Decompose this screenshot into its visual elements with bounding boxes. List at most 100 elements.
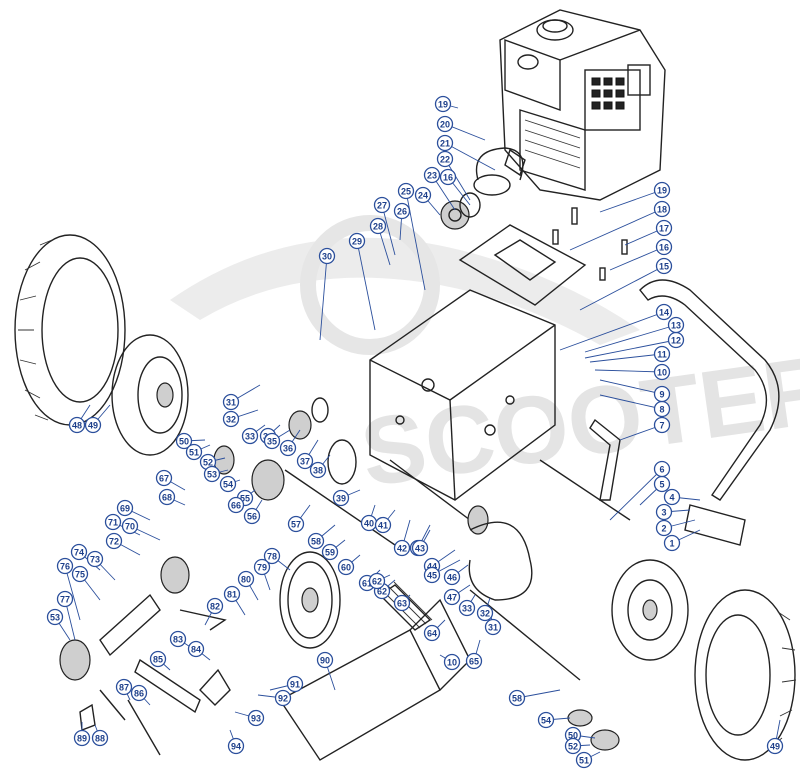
callout-number: 44	[427, 562, 437, 572]
callout-number: 68	[162, 493, 172, 503]
callout-number: 92	[278, 694, 288, 704]
callout-12: 12	[667, 331, 685, 349]
callout-number: 24	[418, 191, 428, 201]
callout-91: 91	[286, 675, 304, 693]
callout-number: 82	[210, 602, 220, 612]
callout-7: 7	[653, 416, 671, 434]
callout-53b: 53	[46, 608, 64, 626]
callout-number: 65	[469, 657, 479, 667]
callout-67: 67	[155, 469, 173, 487]
callout-50: 50	[175, 432, 193, 450]
callout-92: 92	[274, 689, 292, 707]
callout-circle	[222, 393, 240, 411]
callout-circle	[368, 572, 386, 590]
callout-circle	[263, 432, 281, 450]
callout-number: 52	[568, 742, 578, 752]
callout-number: 81	[227, 590, 237, 600]
callout-circle	[187, 640, 205, 658]
callout-number: 51	[189, 448, 199, 458]
leader-line-21	[444, 142, 496, 171]
callout-circle	[332, 489, 350, 507]
callout-number: 58	[311, 537, 321, 547]
callout-number: 48	[72, 421, 82, 431]
callout-number: 66	[231, 501, 241, 511]
callout-22: 22	[436, 150, 454, 168]
callout-number: 86	[134, 689, 144, 699]
callout-circle	[653, 200, 671, 218]
callout-3: 3	[655, 503, 673, 521]
callout-circle	[337, 558, 355, 576]
callout-5: 5	[653, 475, 671, 493]
callout-number: 83	[173, 635, 183, 645]
callout-number: 23	[427, 171, 437, 181]
callout-circle	[653, 363, 671, 381]
callout-circle	[263, 547, 281, 565]
callout-number: 87	[119, 683, 129, 693]
callout-number: 32	[226, 415, 236, 425]
callout-circle	[253, 558, 271, 576]
callout-number: 8	[659, 405, 664, 415]
callout-24: 24	[414, 186, 432, 204]
callout-93: 93	[247, 709, 265, 727]
callout-62b: 62	[368, 572, 386, 590]
callout-circle	[458, 599, 476, 617]
leader-line-9	[599, 379, 663, 395]
callout-number: 70	[125, 522, 135, 532]
callout-number: 57	[291, 520, 301, 530]
callout-6: 6	[653, 460, 671, 478]
left-wheel	[14, 234, 189, 456]
callout-15: 15	[655, 257, 673, 275]
callout-number: 31	[226, 398, 236, 408]
callout-number: 46	[447, 573, 457, 583]
callout-number: 39	[336, 494, 346, 504]
callout-number: 74	[74, 548, 84, 558]
engine-mount-plate	[458, 207, 628, 306]
callout-number: 11	[657, 350, 667, 360]
callout-number: 33	[462, 604, 472, 614]
callout-circle	[56, 590, 74, 608]
callout-circle	[439, 168, 457, 186]
callout-number: 72	[109, 537, 119, 547]
callout-circle	[393, 594, 411, 612]
callout-74: 74	[70, 543, 88, 561]
callout-circle	[155, 469, 173, 487]
callout-number: 59	[325, 548, 335, 558]
leader-line-12	[584, 339, 677, 359]
callout-number: 79	[257, 563, 267, 573]
callout-35: 35	[263, 432, 281, 450]
callout-circle	[655, 519, 673, 537]
leader-line-8	[599, 394, 663, 410]
callout-circle	[766, 737, 784, 755]
callout-number: 55	[240, 494, 250, 504]
callout-29: 29	[348, 232, 366, 250]
callout-circle	[130, 684, 148, 702]
callout-circle	[443, 568, 461, 586]
callout-28: 28	[369, 217, 387, 235]
callout-number: 28	[373, 222, 383, 232]
callout-17: 17	[655, 219, 673, 237]
callout-78: 78	[263, 547, 281, 565]
callout-circle	[348, 232, 366, 250]
leader-line-29	[356, 240, 376, 331]
callout-circle	[274, 689, 292, 707]
callout-circle	[423, 566, 441, 584]
callout-number: 50	[568, 731, 578, 741]
callout-circle	[203, 465, 221, 483]
callout-number: 89	[77, 734, 87, 744]
callout-46: 46	[443, 568, 461, 586]
callout-16: 16	[655, 238, 673, 256]
callout-49: 49	[84, 416, 102, 434]
callout-88: 88	[91, 729, 109, 747]
callout-54: 54	[219, 475, 237, 493]
callout-49b: 49	[766, 737, 784, 755]
callout-circle	[206, 597, 224, 615]
leader-line-16	[609, 246, 665, 271]
callout-circle	[436, 150, 454, 168]
callout-number: 12	[671, 336, 681, 346]
callout-51b: 51	[575, 751, 593, 769]
callout-11: 11	[653, 345, 671, 363]
callout-number: 49	[770, 742, 780, 752]
callout-16b: 16	[439, 168, 457, 186]
callout-circle	[227, 737, 245, 755]
callout-number: 50	[179, 437, 189, 447]
